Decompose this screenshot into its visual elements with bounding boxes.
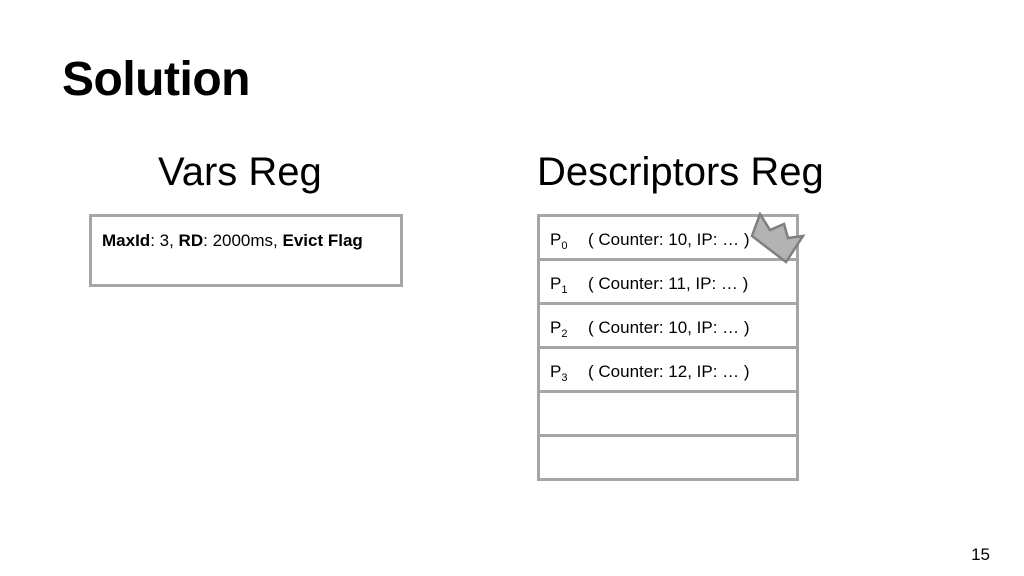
crown-icon (750, 212, 806, 264)
descriptor-name: P1 (550, 274, 568, 296)
descriptors-reg-heading: Descriptors Reg (537, 150, 824, 194)
descriptor-row-p2: P2 ( Counter: 10, IP: … ) (537, 302, 799, 349)
page-number: 15 (971, 545, 990, 564)
descriptor-value: ( Counter: 11, IP: … ) (588, 274, 749, 293)
descriptor-row-empty (537, 434, 799, 481)
descriptor-row-empty (537, 390, 799, 437)
descriptor-value: ( Counter: 10, IP: … ) (588, 318, 750, 337)
descriptor-name: P0 (550, 230, 568, 252)
descriptor-value: ( Counter: 12, IP: … ) (588, 362, 750, 381)
field-value-maxid: 3, (159, 231, 179, 250)
descriptors-reg-table: P0 ( Counter: 10, IP: … ) P1 ( Counter: … (537, 214, 799, 481)
field-key-evict-flag: Evict Flag (282, 231, 363, 250)
field-sep-maxid: : (150, 231, 160, 250)
descriptor-name: P2 (550, 318, 568, 340)
field-value-rd: 2000ms, (212, 231, 283, 250)
field-key-maxid: MaxId (102, 231, 151, 250)
slide-title: Solution (62, 53, 250, 106)
descriptor-value: ( Counter: 10, IP: … ) (588, 230, 750, 249)
descriptor-row-p1: P1 ( Counter: 11, IP: … ) (537, 258, 799, 305)
descriptor-row-p3: P3 ( Counter: 12, IP: … ) (537, 346, 799, 393)
vars-reg-content: MaxId: 3, RD: 2000ms, Evict Flag (102, 229, 392, 253)
field-key-rd: RD (178, 231, 204, 250)
vars-reg-heading: Vars Reg (158, 150, 322, 194)
descriptor-name: P3 (550, 362, 568, 384)
vars-reg-box: MaxId: 3, RD: 2000ms, Evict Flag (89, 214, 403, 287)
field-sep-rd: : (203, 231, 213, 250)
